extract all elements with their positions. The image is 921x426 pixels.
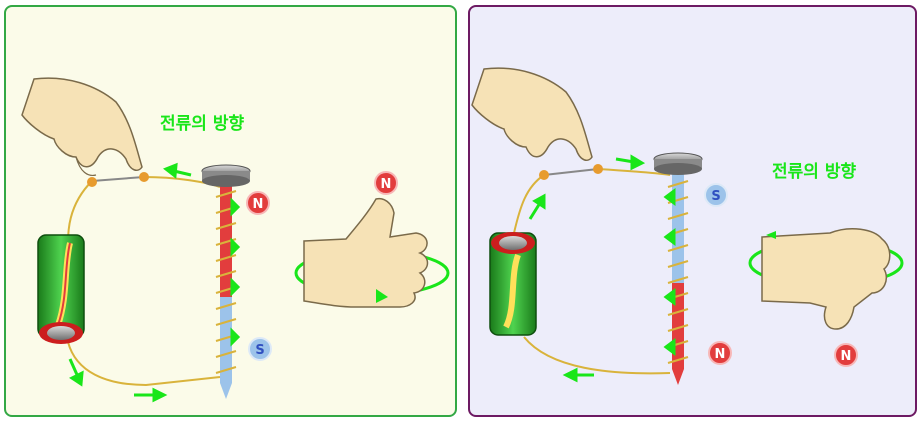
wire-contact: [593, 164, 603, 174]
battery: [489, 232, 537, 336]
wire-contact: [539, 170, 549, 180]
wire-contact: [139, 172, 149, 182]
wire: [66, 176, 221, 387]
right-hand-rule-hand: [748, 227, 904, 330]
battery-wire-link: [91, 176, 145, 182]
current-direction-caption: 전류의 방향: [772, 162, 857, 182]
south-pole-label: S: [711, 189, 720, 204]
south-pole-badge: [248, 337, 272, 361]
thumb-north-label: N: [381, 177, 392, 192]
electromagnet-nail: [201, 164, 251, 399]
wire: [513, 168, 671, 375]
battery: [37, 234, 85, 344]
left-diagram: N S N: [21, 77, 450, 403]
north-pole-badge: [708, 341, 732, 365]
pointing-hand: [21, 77, 143, 177]
battery-wire-link: [543, 168, 599, 176]
north-pole-label: N: [715, 347, 726, 362]
south-pole-label: S: [255, 343, 264, 358]
current-arrows: [528, 154, 676, 383]
north-pole-label: N: [253, 197, 264, 212]
right-diagram: S N N: [471, 67, 904, 385]
wire-contact: [87, 177, 97, 187]
thumb-north-badge: [834, 343, 858, 367]
right-hand-rule-hand: [294, 197, 450, 308]
thumb-north-label: N: [841, 349, 852, 364]
thumb-north-badge: [374, 171, 398, 195]
right-panel: S N N 전류의 방향: [468, 5, 917, 417]
left-panel: N S N 전류의 방향: [4, 5, 457, 417]
current-arrows: [68, 162, 241, 403]
south-pole-badge: [704, 183, 728, 207]
pointing-hand: [471, 67, 593, 162]
electromagnet-nail: [653, 152, 703, 385]
current-direction-caption: 전류의 방향: [160, 114, 245, 134]
north-pole-badge: [246, 191, 270, 215]
